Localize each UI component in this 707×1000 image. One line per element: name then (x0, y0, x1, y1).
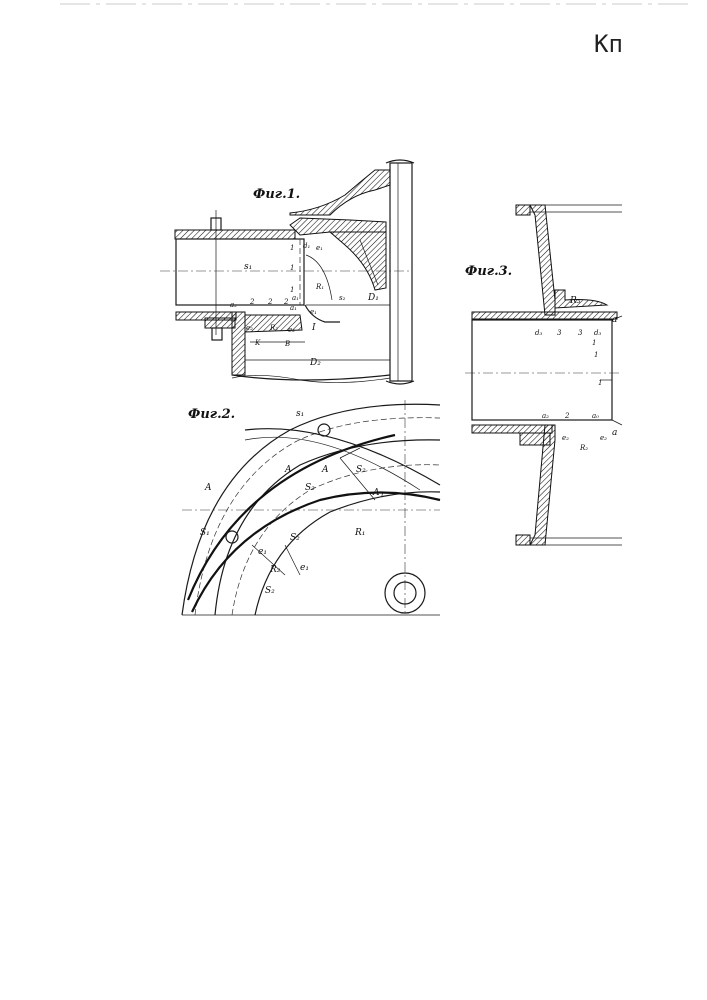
svg-text:2: 2 (267, 298, 273, 306)
svg-text:d₃: d₃ (594, 329, 601, 337)
svg-text:R₂: R₂ (269, 324, 278, 332)
fig1-caption: Фиг.1. (253, 187, 300, 202)
svg-text:e₁: e₁ (300, 563, 309, 573)
svg-text:e₂: e₂ (600, 434, 607, 442)
svg-text:A: A (284, 465, 292, 475)
svg-text:A: A (372, 488, 380, 498)
svg-text:3: 3 (578, 329, 583, 337)
svg-text:D₁: D₁ (367, 293, 379, 303)
svg-text:R₂: R₂ (269, 565, 281, 575)
fig1-wall (390, 163, 412, 381)
svg-text:a: a (612, 315, 617, 325)
svg-text:A: A (321, 465, 329, 475)
svg-text:e₁: e₁ (316, 244, 323, 252)
fig2-blade-1 (188, 435, 395, 600)
svg-text:s₁: s₁ (296, 409, 304, 419)
svg-text:K: K (254, 339, 261, 347)
svg-text:1: 1 (594, 351, 598, 359)
svg-text:R₁: R₁ (315, 283, 324, 291)
svg-text:2: 2 (249, 298, 255, 306)
fig2-caption: Фиг.2. (188, 407, 235, 422)
svg-text:1: 1 (290, 244, 294, 252)
svg-text:R₁: R₁ (354, 528, 365, 538)
svg-text:R₃: R₃ (569, 296, 581, 306)
svg-text:S₁: S₁ (200, 528, 210, 538)
fig1-top-plate (175, 230, 295, 239)
svg-text:A: A (204, 483, 212, 493)
svg-text:B: B (284, 340, 290, 348)
svg-text:a: a (612, 428, 617, 438)
figure-3: Фиг.3. R₃ a d₃ 3 3 d₃ 1 1 1 a₂ 2 a₀ e₂ R… (465, 205, 622, 545)
svg-text:S₂: S₂ (356, 465, 366, 475)
svg-text:a₁: a₁ (292, 294, 299, 302)
fig2-rivet-2 (226, 531, 238, 543)
svg-text:d₃: d₃ (535, 329, 542, 337)
svg-text:1: 1 (290, 286, 294, 294)
svg-text:e₂: e₂ (288, 326, 295, 334)
svg-text:R₂: R₂ (579, 444, 588, 452)
fig3-top-plate (472, 312, 617, 319)
fig3-caption: Фиг.3. (465, 264, 512, 279)
svg-text:2: 2 (283, 298, 289, 306)
svg-text:2: 2 (564, 412, 570, 420)
fig2-rivet-1 (318, 424, 330, 436)
corner-text: Кп (594, 30, 623, 58)
svg-text:a₀: a₀ (592, 412, 599, 420)
svg-text:e₁: e₁ (310, 308, 317, 316)
svg-text:S₂: S₂ (305, 483, 315, 493)
fig1-bolt-bottom (212, 328, 222, 340)
figure-1: Фиг.1. (160, 160, 414, 384)
svg-text:s₁: s₁ (244, 262, 252, 272)
fig3-flange-upper (530, 205, 555, 315)
svg-text:1: 1 (380, 491, 384, 499)
figure-2: Фиг.2. s₁ A A A S₂ S₂ A S₁ S₂ R₁ e₁ R₂ e… (182, 400, 440, 615)
fig2-outer-ring (182, 404, 440, 615)
svg-text:e₁: e₁ (258, 547, 267, 557)
svg-text:3: 3 (557, 329, 562, 337)
fig1-cylinder (176, 239, 304, 305)
svg-text:e₂: e₂ (562, 434, 569, 442)
svg-text:D₂: D₂ (309, 358, 321, 368)
fig3-bottom-plate (472, 425, 552, 433)
svg-text:S₂: S₂ (290, 533, 300, 543)
svg-text:s₂: s₂ (339, 294, 346, 302)
svg-text:1: 1 (598, 379, 602, 387)
svg-text:d₁: d₁ (303, 242, 310, 250)
svg-text:I: I (311, 323, 316, 333)
svg-text:S₂: S₂ (265, 586, 275, 596)
svg-text:e₂: e₂ (246, 324, 253, 332)
svg-text:a₁: a₁ (290, 304, 297, 312)
svg-text:a₂: a₂ (230, 301, 237, 309)
svg-text:a₂: a₂ (542, 412, 549, 420)
fig1-housing-upper (290, 170, 390, 215)
svg-text:1: 1 (592, 339, 596, 347)
svg-text:1: 1 (290, 264, 294, 272)
